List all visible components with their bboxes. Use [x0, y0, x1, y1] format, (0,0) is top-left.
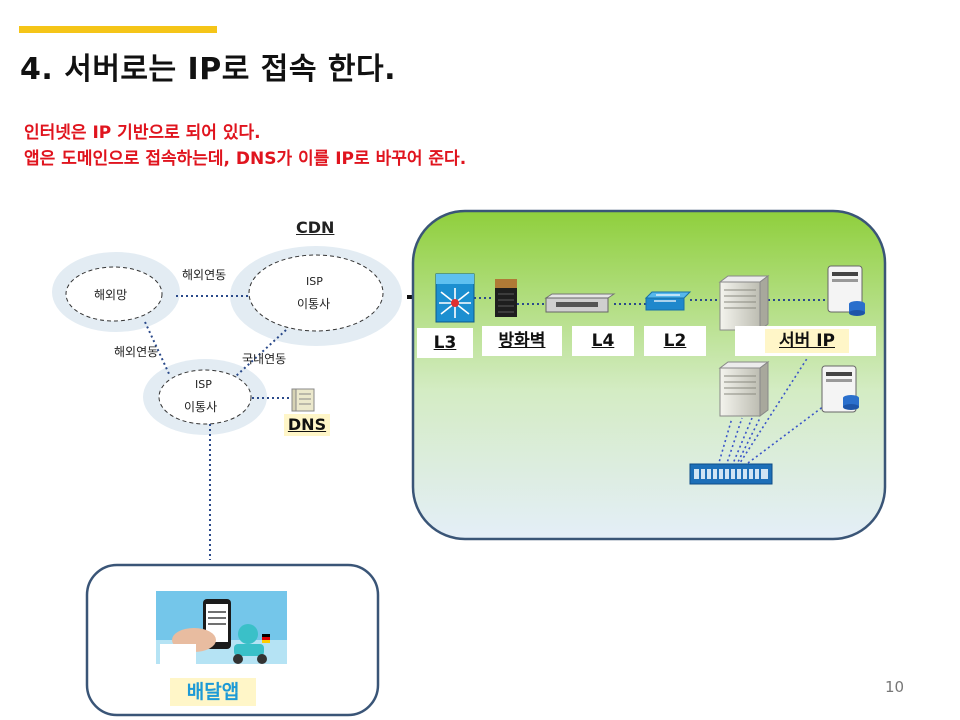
- link-switch-server-ip: [737, 356, 809, 467]
- l3-label: L3: [417, 328, 473, 358]
- overseas-node: [65, 266, 163, 322]
- isp-bottom-carrier-label: 이통사: [184, 400, 218, 414]
- database-server-icon-2: [821, 365, 859, 413]
- l4-switch-icon: [544, 293, 616, 313]
- link-switch-srv2-a: [717, 417, 733, 467]
- link-overseas-left-label: 해외연동: [114, 345, 159, 359]
- l4-label: L4: [572, 326, 634, 356]
- link-domestic-label: 국내연동: [242, 352, 287, 366]
- isp-bottom-label: ISP: [195, 378, 212, 391]
- overseas-node-label: 해외망: [94, 288, 128, 302]
- link-switch-srv2-b: [725, 417, 743, 467]
- server-ip-label: 서버 IP: [765, 329, 849, 353]
- firewall-label: 방화벽: [482, 326, 562, 356]
- isp-top-label: ISP: [306, 275, 323, 288]
- isp-top-carrier-label: 이통사: [297, 297, 331, 311]
- l2-switch-icon: [644, 291, 692, 311]
- delivery-app-label: 배달앱: [170, 678, 256, 706]
- access-switch-icon: [689, 463, 773, 485]
- isp-top-node: [248, 254, 384, 332]
- dns-server-icon: [291, 388, 315, 412]
- firewall-icon: [495, 279, 517, 317]
- page-title: 4. 서버로는 IP로 접속 한다.: [20, 52, 396, 87]
- database-server-icon-1: [827, 265, 865, 316]
- subtitle-line-2: 앱은 도메인으로 접속하는데, DNS가 이를 IP로 바꾸어 준다.: [24, 149, 467, 169]
- dns-label: DNS: [284, 414, 330, 436]
- server-tower-icon-2: [718, 361, 770, 417]
- isp-bottom-node: [158, 369, 252, 425]
- l2-label: L2: [644, 326, 706, 356]
- link-switch-db-right: [743, 399, 833, 467]
- title-accent-bar: [19, 26, 217, 33]
- link-isp-isp: [235, 329, 287, 377]
- server-ip-label-box: 서버 IP: [735, 326, 876, 356]
- link-switch-srv2-d: [735, 417, 761, 467]
- delivery-app-image: [156, 591, 287, 664]
- link-switch-srv2-c: [731, 417, 753, 467]
- page-number: 10: [885, 678, 905, 696]
- datacenter-box: [411, 209, 887, 541]
- link-overseas-top-label: 해외연동: [182, 268, 227, 282]
- l3-switch-icon: [435, 273, 475, 323]
- subtitle-line-1: 인터넷은 IP 기반으로 되어 있다.: [24, 123, 261, 143]
- server-tower-icon-1: [718, 275, 770, 331]
- cdn-label: CDN: [296, 218, 335, 237]
